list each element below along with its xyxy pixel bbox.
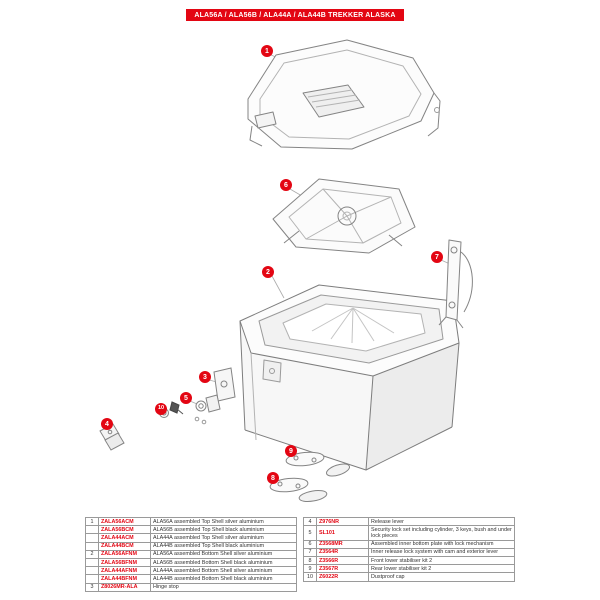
cell-desc: Hinge stop [150,582,297,592]
cell-code: ZALA44BCM [98,541,151,551]
callout-7: 7 [431,251,443,263]
cell-code: Z6022R [316,572,369,582]
callout-1: 1 [261,45,273,57]
cell-code: Z3564R [316,547,369,558]
callout-6: 6 [280,179,292,191]
cell-code: ZALA56ACM [98,516,151,527]
release-lever-drawing [99,423,125,451]
bottom-shell-drawing [239,284,460,471]
cell-code: ZALA56BCM [98,525,151,535]
cell-desc: Security lock set including cylinder, 3 … [368,525,515,541]
cell-ref: 7 [303,547,317,558]
callout-9: 9 [285,445,297,457]
cell-desc: Front lower stabiliser kit 2 [368,556,515,566]
cell-ref: 8 [303,556,317,566]
page-title: ALA56A / ALA56B / ALA44A / ALA44B TREKKE… [186,9,404,21]
hinge-stop-drawing [194,367,236,425]
callout-2: 2 [262,266,274,278]
cell-desc: ALA56B assembled Top Shell black alumini… [150,525,297,535]
cell-ref [85,541,99,551]
cell-ref [85,566,99,576]
cell-code: ZALA56BFNM [98,558,151,568]
cell-desc: Assembled inner bottom plate with lock m… [368,539,515,549]
cell-desc: Rear lower stabiliser kit 2 [368,564,515,574]
callout-8: 8 [267,472,279,484]
cell-desc: ALA44A assembled Bottom Shell silver alu… [150,566,297,576]
cell-code: ZALA44BFNM [98,574,151,584]
cell-code: SL101 [316,525,369,541]
cell-ref [85,558,99,568]
cell-desc: ALA56A assembled Bottom Shell silver alu… [150,549,297,560]
cell-ref: 6 [303,539,317,549]
cell-desc: ALA44B assembled Bottom Shell black alum… [150,574,297,584]
cell-ref [85,525,99,535]
cell-code: Z3567R [316,564,369,574]
cell-code: ZALA56AFNM [98,549,151,560]
cell-code: Z8026MR-ALA [98,582,151,592]
cell-desc: ALA44B assembled Top Shell black alumini… [150,541,297,551]
cell-desc: Release lever [368,516,515,527]
release-lock-drawing [438,239,473,329]
cell-ref [85,574,99,584]
cell-ref: 10 [303,572,317,582]
cell-desc: ALA56A assembled Top Shell silver alumin… [150,516,297,527]
cell-ref [85,533,99,543]
cell-ref: 4 [303,516,317,527]
cell-code: Z3568MR [316,539,369,549]
front-stabiliser-drawing [269,477,328,502]
cell-code: Z976NR [316,516,369,527]
cell-ref: 2 [85,549,99,560]
cell-desc: ALA56B assembled Bottom Shell black alum… [150,558,297,568]
top-shell-drawing [247,39,441,150]
rear-stabiliser-drawing [285,451,351,477]
cell-ref: 3 [85,582,99,592]
cell-desc: ALA44A assembled Top Shell silver alumin… [150,533,297,543]
callout-10: 10 [155,403,167,415]
cell-code: ZALA44AFNM [98,566,151,576]
cell-ref: 9 [303,564,317,574]
cell-code: Z3566R [316,556,369,566]
security-lock-drawing [169,394,221,415]
cell-desc: Inner release lock system with cam and e… [368,547,515,558]
cell-code: ZALA44ACM [98,533,151,543]
callout-4: 4 [101,418,113,430]
inner-frame-drawing [272,178,416,254]
callout-3: 3 [199,371,211,383]
cell-desc: Dustproof cap [368,572,515,582]
cell-ref: 1 [85,516,99,527]
cell-ref: 5 [303,525,317,541]
callout-5: 5 [180,392,192,404]
